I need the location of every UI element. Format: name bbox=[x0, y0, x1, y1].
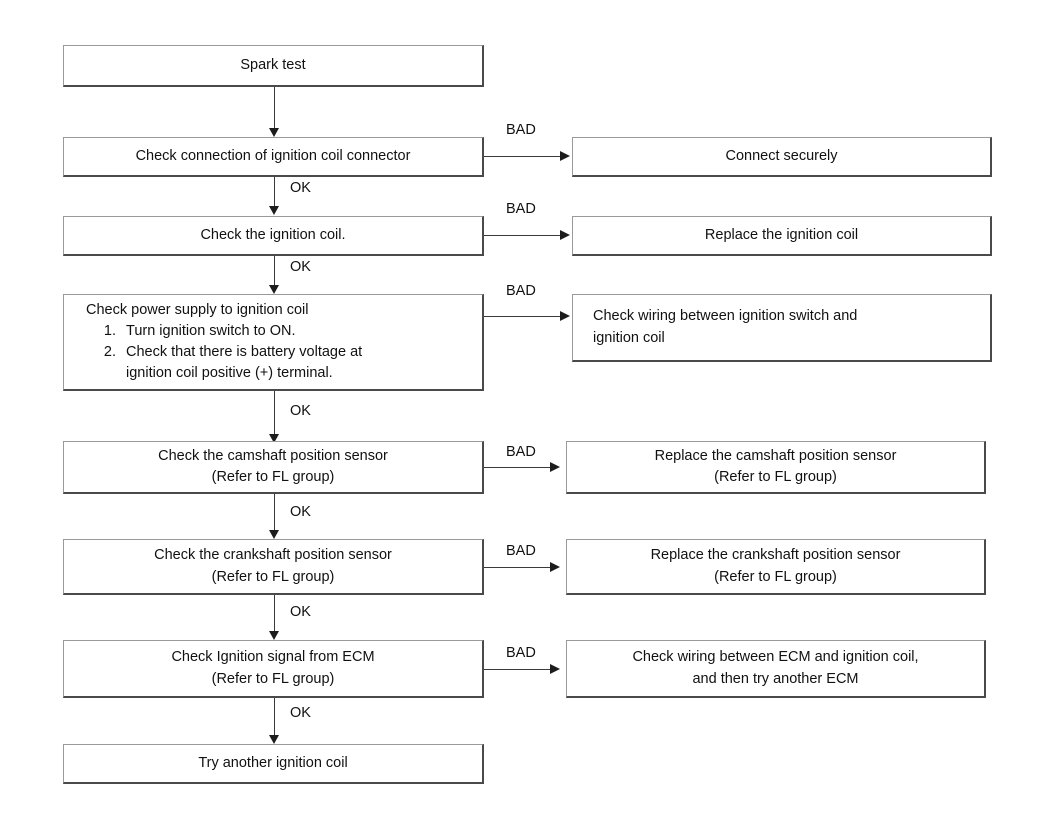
node-replace-crankshaft-sensor[interactable]: Replace the crankshaft position sensor (… bbox=[566, 539, 986, 595]
list-item: 2. Check that there is battery voltage a… bbox=[86, 342, 362, 363]
connector-start-to-check-connection bbox=[274, 87, 275, 130]
node-check-wiring-ecm-line1: Check wiring between ECM and ignition co… bbox=[632, 649, 919, 666]
edge-label-bad: BAD bbox=[506, 283, 536, 299]
edge-label-bad: BAD bbox=[506, 122, 536, 138]
edge-label-bad: BAD bbox=[506, 201, 536, 217]
node-replace-camshaft-sensor[interactable]: Replace the camshaft position sensor (Re… bbox=[566, 441, 986, 494]
edge-label-bad: BAD bbox=[506, 645, 536, 661]
edge-label-ok: OK bbox=[290, 705, 311, 721]
arrow-right-icon bbox=[560, 310, 570, 321]
node-check-camshaft-line2: (Refer to FL group) bbox=[211, 469, 335, 485]
node-try-another-coil[interactable]: Try another ignition coil bbox=[63, 744, 484, 784]
node-check-connection[interactable]: Check connection of ignition coil connec… bbox=[63, 137, 484, 177]
node-check-ecm-line1: Check Ignition signal from ECM bbox=[171, 649, 375, 666]
node-spark-test[interactable]: Spark test bbox=[63, 45, 484, 87]
node-replace-crankshaft-line2: (Refer to FL group) bbox=[714, 568, 837, 585]
node-check-camshaft-line1: Check the camshaft position sensor bbox=[158, 447, 388, 464]
node-replace-ignition-coil[interactable]: Replace the ignition coil bbox=[572, 216, 992, 256]
arrow-right-icon bbox=[560, 150, 570, 161]
node-connect-securely-label: Connect securely bbox=[725, 147, 838, 164]
arrow-right-icon bbox=[560, 229, 570, 240]
node-connect-securely[interactable]: Connect securely bbox=[572, 137, 992, 177]
step-text-continuation: ignition coil positive (+) terminal. bbox=[126, 365, 333, 382]
power-supply-step-list: 1. Turn ignition switch to ON. 2. Check … bbox=[86, 321, 362, 384]
connector-ecm-bad bbox=[484, 669, 552, 670]
arrow-right-icon bbox=[550, 461, 560, 472]
arrow-right-icon bbox=[550, 561, 560, 572]
arrow-down-icon bbox=[268, 434, 279, 443]
connector-crankshaft-bad bbox=[484, 567, 552, 568]
node-check-crankshaft-line2: (Refer to FL group) bbox=[211, 568, 335, 585]
edge-label-ok: OK bbox=[290, 504, 311, 520]
node-check-wiring-ecm-line2: and then try another ECM bbox=[692, 670, 859, 687]
edge-label-ok: OK bbox=[290, 604, 311, 620]
node-check-connection-label: Check connection of ignition coil connec… bbox=[135, 147, 411, 164]
connector-ecm-ok bbox=[274, 698, 275, 737]
node-check-crankshaft-line1: Check the crankshaft position sensor bbox=[154, 547, 392, 564]
node-check-camshaft-sensor[interactable]: Check the camshaft position sensor (Refe… bbox=[63, 441, 484, 494]
node-check-wiring-ecm[interactable]: Check wiring between ECM and ignition co… bbox=[566, 640, 986, 698]
node-replace-camshaft-line2: (Refer to FL group) bbox=[714, 469, 837, 485]
connector-crankshaft-ok bbox=[274, 595, 275, 633]
step-text: Turn ignition switch to ON. bbox=[126, 322, 296, 339]
connector-camshaft-bad bbox=[484, 467, 552, 468]
connector-check-connection-bad bbox=[484, 156, 562, 157]
arrow-down-icon bbox=[268, 530, 279, 539]
node-check-ignition-coil[interactable]: Check the ignition coil. bbox=[63, 216, 484, 256]
arrow-down-icon bbox=[268, 206, 279, 215]
node-check-ecm-line2: (Refer to FL group) bbox=[211, 670, 335, 687]
node-replace-camshaft-line1: Replace the camshaft position sensor bbox=[654, 447, 897, 464]
node-check-power-supply-heading: Check power supply to ignition coil bbox=[86, 301, 309, 318]
node-check-power-supply[interactable]: Check power supply to ignition coil 1. T… bbox=[63, 294, 484, 391]
list-item: 1. Turn ignition switch to ON. bbox=[86, 321, 362, 342]
edge-label-bad: BAD bbox=[506, 444, 536, 460]
step-number: 2. bbox=[103, 344, 116, 360]
step-number: 1. bbox=[103, 322, 116, 339]
connector-power-supply-ok bbox=[274, 391, 275, 436]
connector-check-coil-bad bbox=[484, 235, 562, 236]
list-item-continuation: ignition coil positive (+) terminal. bbox=[86, 363, 362, 384]
connector-check-coil-ok bbox=[274, 256, 275, 287]
edge-label-ok: OK bbox=[290, 259, 311, 275]
arrow-down-icon bbox=[268, 285, 279, 294]
connector-power-supply-bad bbox=[484, 316, 562, 317]
node-check-ecm-signal[interactable]: Check Ignition signal from ECM (Refer to… bbox=[63, 640, 484, 698]
node-try-another-coil-label: Try another ignition coil bbox=[198, 754, 348, 771]
node-check-wiring-switch-line2: ignition coil bbox=[593, 329, 665, 346]
arrow-down-icon bbox=[268, 128, 279, 137]
step-text: Check that there is battery voltage at bbox=[126, 344, 363, 360]
arrow-right-icon bbox=[550, 663, 560, 674]
node-check-crankshaft-sensor[interactable]: Check the crankshaft position sensor (Re… bbox=[63, 539, 484, 595]
node-check-ignition-coil-label: Check the ignition coil. bbox=[200, 226, 346, 243]
connector-check-connection-ok bbox=[274, 177, 275, 208]
node-check-wiring-switch-line1: Check wiring between ignition switch and bbox=[593, 308, 858, 325]
connector-camshaft-ok bbox=[274, 494, 275, 532]
edge-label-bad: BAD bbox=[506, 543, 536, 559]
node-replace-crankshaft-line1: Replace the crankshaft position sensor bbox=[650, 547, 901, 564]
node-spark-test-label: Spark test bbox=[240, 56, 306, 73]
node-replace-ignition-coil-label: Replace the ignition coil bbox=[704, 226, 859, 243]
arrow-down-icon bbox=[268, 735, 279, 744]
node-check-wiring-ignition-switch[interactable]: Check wiring between ignition switch and… bbox=[572, 294, 992, 362]
edge-label-ok: OK bbox=[290, 403, 311, 419]
arrow-down-icon bbox=[268, 631, 279, 640]
edge-label-ok: OK bbox=[290, 180, 311, 196]
